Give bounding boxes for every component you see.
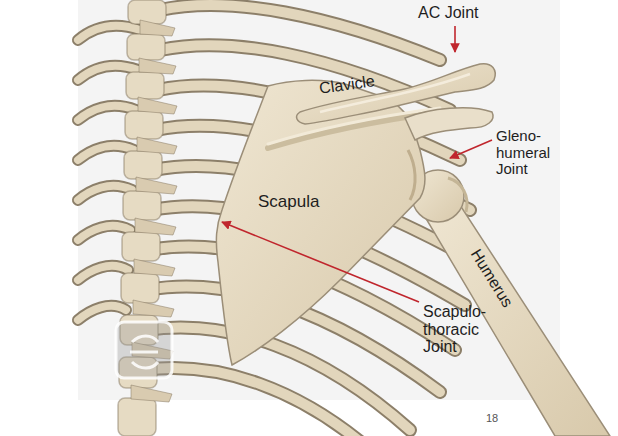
leader-arrow xyxy=(454,26,456,52)
humerus-bone xyxy=(412,170,610,436)
label-holder: Clavicle xyxy=(318,72,376,97)
leader-arrows xyxy=(222,26,492,302)
leader-arrow xyxy=(450,140,492,158)
watermark-logo xyxy=(116,322,172,378)
part-name: Clavicle xyxy=(318,72,376,97)
leader-arrow xyxy=(222,222,419,302)
page-number: 18 xyxy=(486,412,498,424)
label-holder: 18 xyxy=(486,412,498,424)
label-holder: Scapulo-thoracic Joint xyxy=(423,303,497,356)
part-name: Scapula xyxy=(258,193,319,212)
part-name: Gleno-humeral Joint xyxy=(496,128,560,178)
picture-ground xyxy=(78,0,560,400)
part-name: Humerus xyxy=(467,246,516,310)
part-name: Scapulo-thoracic Joint xyxy=(423,303,497,356)
clavicle-bone xyxy=(297,64,496,124)
part-name: AC Joint xyxy=(418,4,478,22)
label-holder: AC Joint xyxy=(418,4,478,22)
label-holder: Gleno-humeral Joint xyxy=(496,128,560,178)
ribs xyxy=(78,5,470,436)
label-holder: Humerus xyxy=(467,246,516,310)
label-holder: Scapula xyxy=(258,193,319,212)
